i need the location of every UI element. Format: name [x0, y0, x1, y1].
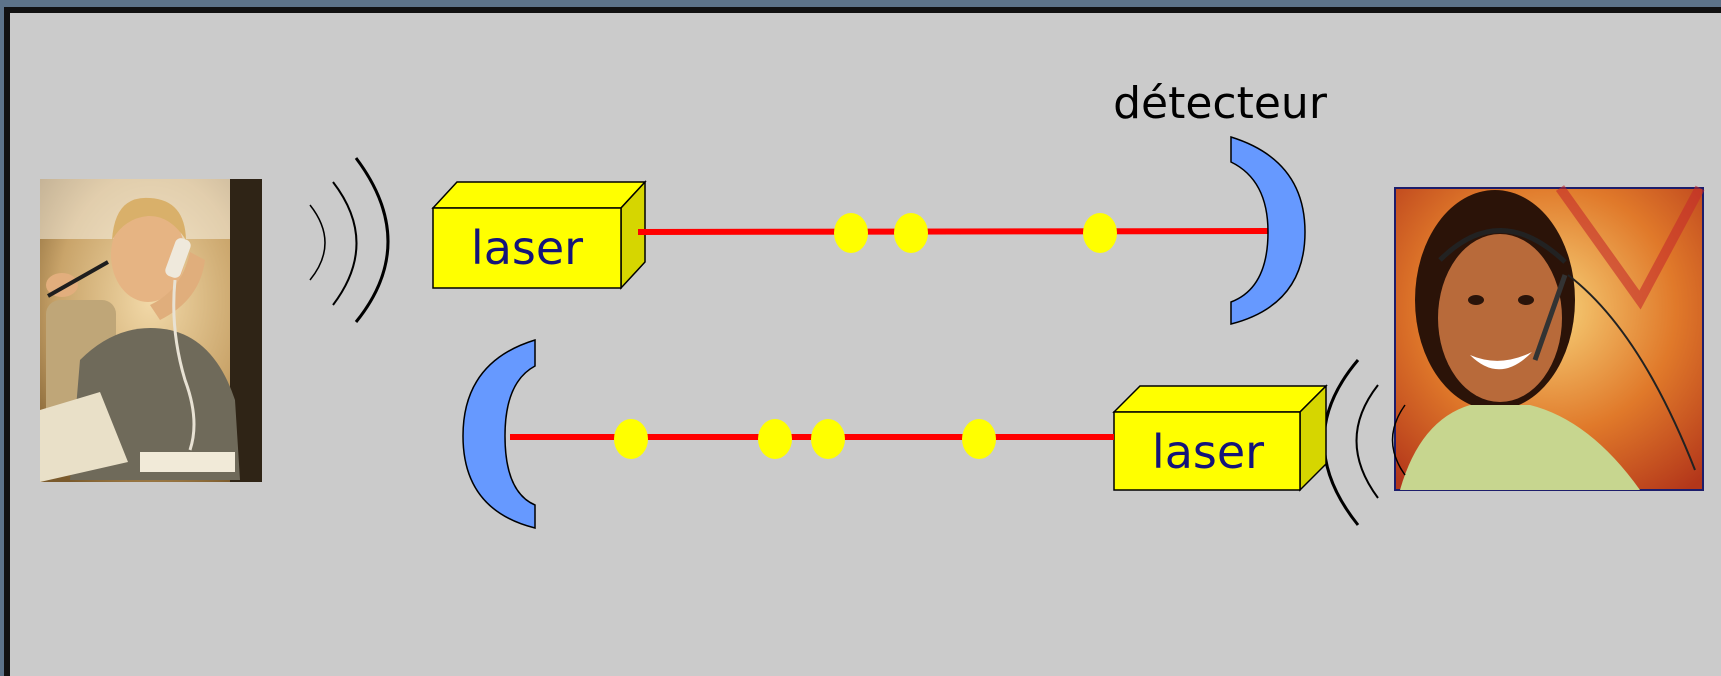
bottom-photon-3 — [811, 419, 845, 459]
bottom-photon-2 — [758, 419, 792, 459]
right-sound-waves-icon — [1322, 359, 1406, 526]
detector-label: détecteur — [1113, 78, 1328, 129]
left-person-photo — [40, 179, 262, 482]
top-photon-2 — [894, 213, 928, 253]
top-photon-3 — [1083, 213, 1117, 253]
left-sound-waves-icon — [309, 157, 390, 323]
bottom-photon-4 — [962, 419, 996, 459]
bottom-laser-label: laser — [1152, 425, 1264, 479]
top-detector — [1230, 135, 1306, 325]
bottom-laser-box — [1112, 384, 1328, 492]
top-laser-box — [431, 180, 647, 290]
top-laser-beam — [637, 228, 1269, 235]
top-photon-1 — [834, 213, 868, 253]
bottom-photon-1 — [614, 419, 648, 459]
top-laser-label: laser — [471, 221, 583, 275]
bottom-detector — [462, 338, 536, 529]
right-person-photo — [1394, 185, 1705, 491]
